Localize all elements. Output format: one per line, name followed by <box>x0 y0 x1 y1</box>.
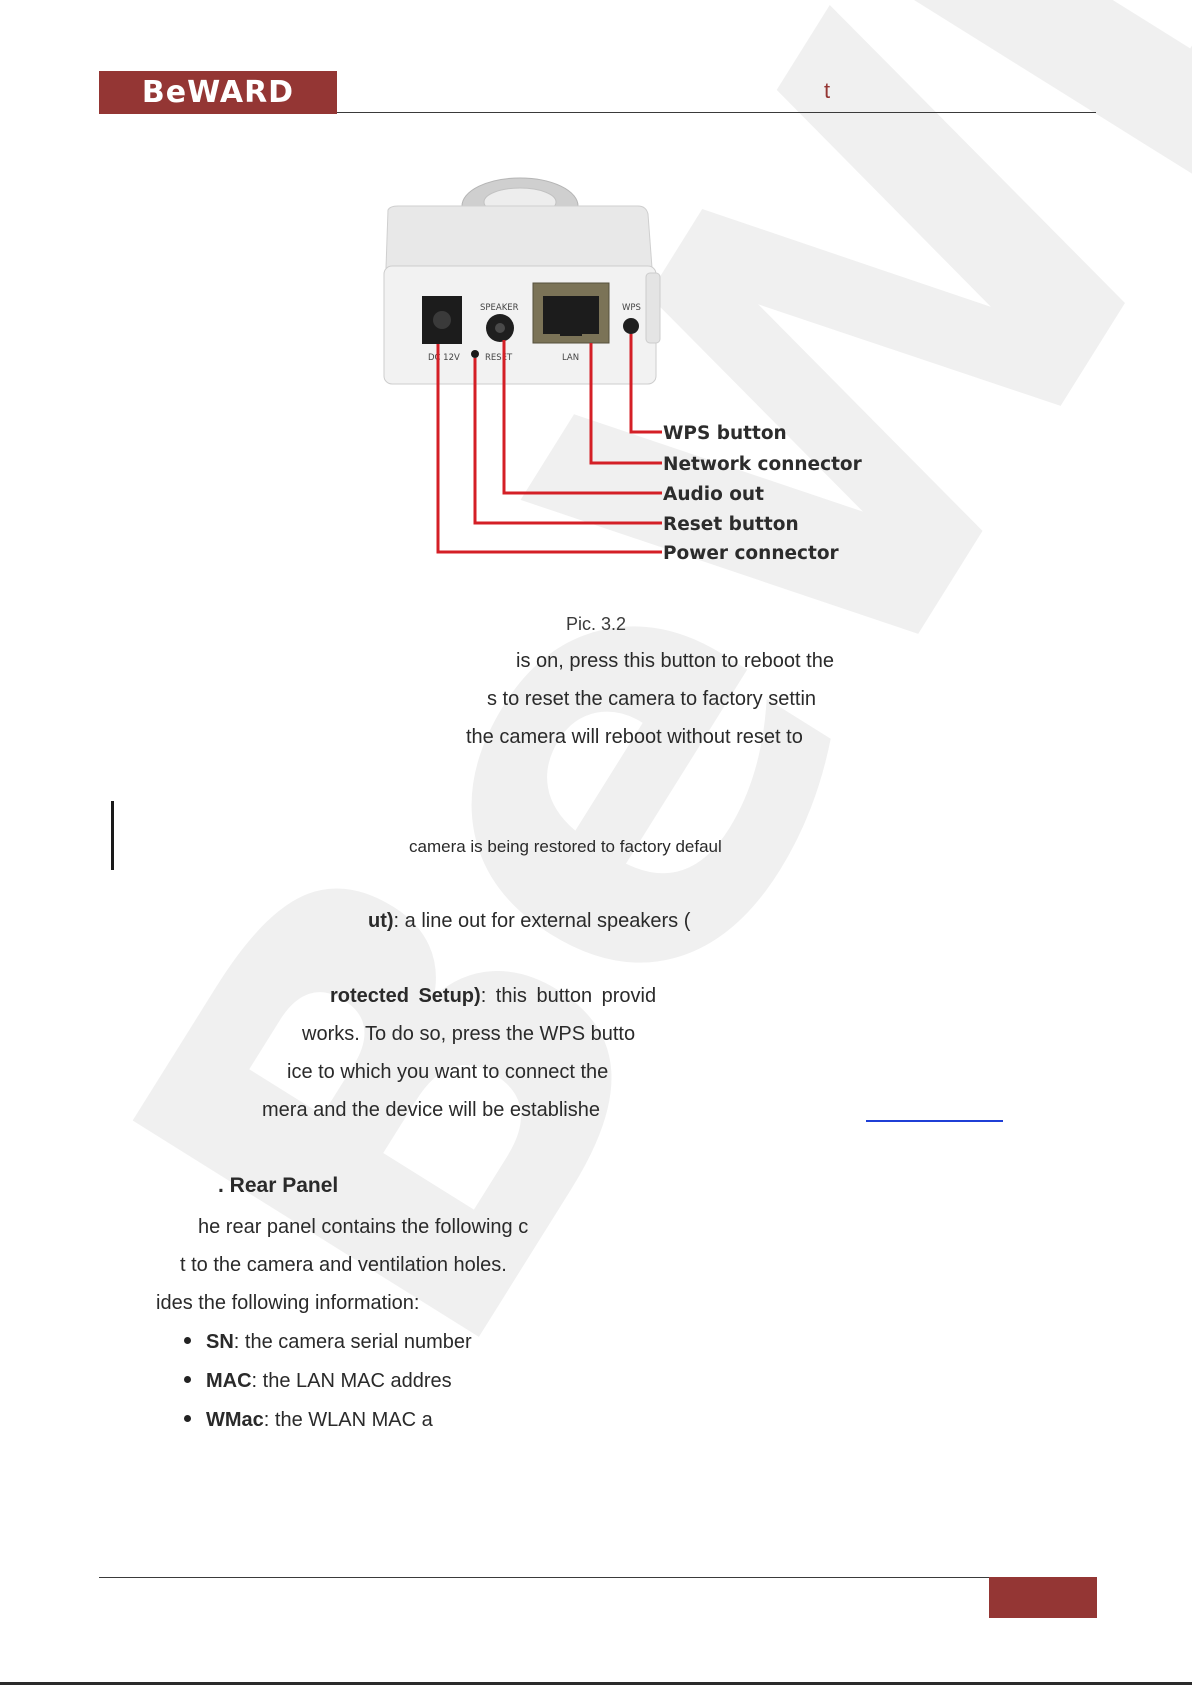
list-item-mac: MAC: the LAN MAC addres <box>184 1370 452 1393</box>
reset-description-line-2: s to reset the camera to factory settin <box>487 688 817 710</box>
label-reset: RESET <box>485 353 513 363</box>
audio-out-description: ut): a line out for external speakers ( <box>368 910 690 933</box>
bullet-dot <box>184 1415 191 1423</box>
callout-network-connector: Network connector <box>663 454 863 475</box>
rear-panel-line-3: ides the following information: <box>156 1292 420 1314</box>
list-item-term: SN <box>206 1331 234 1353</box>
wps-description-line-3: ice to which you want to connect the <box>287 1061 609 1083</box>
reset-hole <box>471 350 479 358</box>
wps-description-line-1: rotected Setup): this button provid <box>330 985 656 1008</box>
page-bottom-edge <box>0 1682 1192 1685</box>
header-divider <box>337 112 1096 113</box>
wps-description-line-2: works. To do so, press the WPS butto <box>302 1023 636 1045</box>
figure-caption: Pic. 3.2 <box>565 614 627 634</box>
label-dc: DC 12V <box>428 353 460 363</box>
rear-panel-line-1: he rear panel contains the following c <box>198 1216 529 1238</box>
list-item-term: MAC <box>206 1370 252 1392</box>
section-heading-rear-panel: . Rear Panel <box>218 1174 339 1197</box>
page-number-box <box>989 1577 1097 1618</box>
reset-description-line-3: the camera will reboot without reset to <box>466 726 803 748</box>
rear-panel-line-2: t to the camera and ventilation holes. <box>180 1254 507 1276</box>
audio-out-term: ut) <box>368 910 394 932</box>
audio-out-text: : a line out for external speakers ( <box>393 910 691 932</box>
callout-line-reset <box>473 358 662 525</box>
callout-audio-out: Audio out <box>663 484 764 505</box>
reset-description-line-1: is on, press this button to reboot the <box>516 650 834 672</box>
bullet-dot <box>184 1337 191 1345</box>
list-item-sn: SN: the camera serial number <box>184 1331 472 1354</box>
callout-wps-button: WPS button <box>663 423 787 444</box>
wps-term: rotected Setup) <box>330 985 481 1007</box>
list-item-text: : the camera serial number <box>233 1331 472 1353</box>
camera-body-top <box>385 205 653 269</box>
list-item-text: : the WLAN MAC a <box>263 1409 433 1431</box>
callout-line-network <box>589 343 662 465</box>
list-item-term: WMac <box>206 1409 264 1431</box>
note-text: camera is being restored to factory defa… <box>409 837 722 856</box>
cross-reference-link[interactable] <box>866 1120 1003 1122</box>
footer-divider <box>99 1577 989 1578</box>
callout-line-wps <box>629 334 662 434</box>
bullet-dot <box>184 1376 191 1384</box>
label-wps: WPS <box>622 303 641 313</box>
list-item-wmac: WMac: the WLAN MAC a <box>184 1409 433 1432</box>
header-title-fragment: t <box>824 78 831 103</box>
label-lan: LAN <box>562 353 579 363</box>
list-item-text: : the LAN MAC addres <box>251 1370 452 1392</box>
label-speaker: SPEAKER <box>480 303 519 313</box>
callout-line-audio <box>502 340 662 495</box>
beward-logo: BeWARD <box>99 71 337 114</box>
callout-power-connector: Power connector <box>663 543 840 564</box>
callout-reset-button: Reset button <box>663 514 799 535</box>
wps-description-line-4: mera and the device will be establishe <box>262 1099 600 1121</box>
camera-panel-figure: SPEAKER WPS DC 12V RESET LAN WPS button … <box>383 177 863 564</box>
wps-hole <box>623 318 639 334</box>
note-bar <box>111 801 114 870</box>
callout-line-power <box>436 344 662 554</box>
logo-text: BeWARD <box>141 75 295 110</box>
wps-text: : this button provid <box>480 985 657 1007</box>
